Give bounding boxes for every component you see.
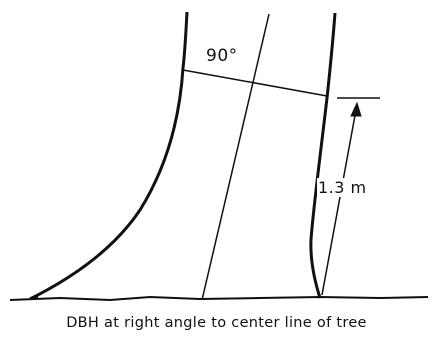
right-angle-label: 90° [206, 46, 238, 66]
tree-center-line [201, 13, 270, 301]
height-arrow-shaft [321, 109, 357, 296]
tree-trunk-left-edge [29, 11, 189, 301]
ground-line [9, 295, 429, 302]
breast-height-label: 1.3 m [317, 178, 368, 197]
figure-caption: DBH at right angle to center line of tre… [66, 315, 367, 331]
tree-root-flare [29, 296, 39, 300]
tree-trunk-right-edge [309, 12, 337, 299]
height-arrow-head [350, 101, 362, 117]
dbh-measurement-line [182, 69, 328, 97]
